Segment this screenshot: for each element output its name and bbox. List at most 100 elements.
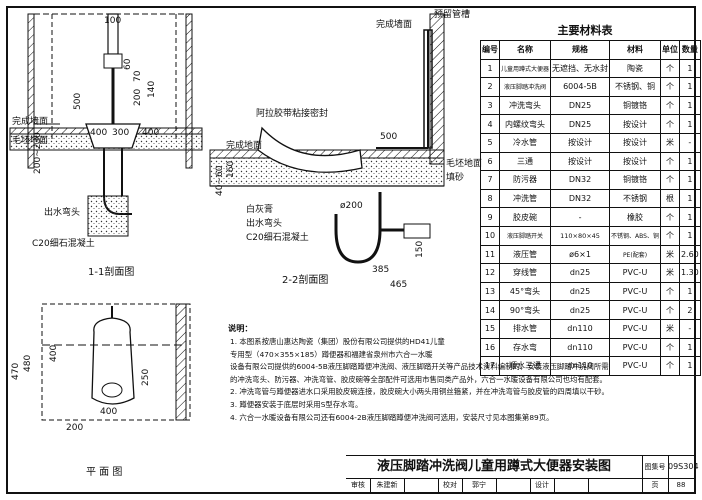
table-cell: 个: [659, 225, 680, 246]
svg-text:465: 465: [390, 280, 407, 290]
note-line: 4. 六合一水暖设备有限公司还有6004-2B液压脚踏蹲便冲洗阀可选用，安装尺寸…: [230, 412, 554, 422]
table-cell: 4: [480, 114, 500, 134]
squat-pan-2: [257, 126, 363, 173]
sign-cell: 设计: [530, 478, 555, 493]
sign-cell: 朱建新: [370, 478, 405, 493]
table-cell: dn25: [550, 263, 611, 283]
col-header: 数量: [678, 40, 701, 60]
table-cell: 胶皮碗: [498, 207, 552, 227]
table-cell: dn110: [550, 356, 611, 376]
table-cell: PVC-U: [609, 356, 661, 376]
table-cell: 个: [659, 337, 680, 358]
drawing-title: 液压脚踏冲洗阀儿童用蹲式大便器安装图: [346, 456, 643, 479]
table-cell: 8: [480, 188, 500, 209]
svg-text:200~230: 200~230: [33, 132, 43, 174]
table-cell: dn110: [550, 337, 611, 358]
table-cell: 个: [659, 95, 680, 116]
table-cell: 按设计: [609, 114, 661, 134]
svg-text:C20细石混凝土: C20细石混凝土: [32, 237, 95, 249]
table-cell: 米: [659, 318, 680, 339]
svg-text:2-2剖面图: 2-2剖面图: [282, 273, 328, 286]
table-cell: 1: [480, 58, 500, 79]
drawing-code-label: 图集号: [642, 456, 669, 479]
note-line: 设备有限公司提供的6004-5B液压脚踏蹲便冲洗阀、液压脚踏开关等产品技术资料编…: [230, 362, 609, 372]
sign-cell: 审核: [346, 478, 371, 493]
table-cell: 1: [678, 77, 701, 97]
svg-text:400: 400: [142, 128, 159, 138]
table-cell: 不锈钢、铜: [609, 77, 661, 97]
sign-cell: 88: [676, 481, 686, 489]
sign-cell: [496, 478, 531, 493]
table-cell: 个: [659, 58, 680, 79]
table-cell: DN32: [550, 170, 611, 190]
table-cell: 1: [678, 58, 701, 79]
table-cell: 6004-5B: [550, 77, 611, 97]
table-cell: 1: [678, 151, 701, 172]
svg-text:白灰膏: 白灰膏: [246, 203, 273, 215]
table-cell: 存水弯: [498, 337, 552, 358]
svg-text:480: 480: [23, 355, 33, 372]
table-cell: 个: [659, 281, 680, 302]
table-cell: 1: [678, 170, 701, 190]
table-cell: 三通: [498, 151, 552, 172]
sign-cell: 页: [642, 478, 669, 493]
col-header: 材料: [609, 40, 661, 60]
table-cell: 6: [480, 151, 500, 172]
table-cell: DN32: [550, 188, 611, 209]
table-cell: 陶瓷: [609, 58, 661, 79]
materials-title: 主要材料表: [557, 24, 613, 37]
table-cell: 内螺纹弯头: [498, 114, 552, 134]
section-2-2-dims: 完成墙面 预留管槽 完成地面 阿拉胶带粘接密封 毛坯地面 白灰膏 出水弯头 C2…: [215, 8, 482, 290]
svg-text:500: 500: [380, 132, 397, 142]
svg-text:毛坯地面: 毛坯地面: [12, 134, 48, 146]
table-cell: 米: [659, 244, 680, 265]
table-cell: 顺水三通: [498, 356, 552, 376]
svg-text:400: 400: [90, 128, 107, 138]
svg-text:400: 400: [49, 345, 59, 362]
table-cell: DN25: [550, 114, 611, 134]
svg-text:200: 200: [66, 423, 83, 433]
table-cell: 7: [480, 170, 500, 190]
table-cell: -: [678, 132, 701, 153]
table-cell: 110×80×45: [550, 225, 611, 246]
table-cell: 2.60: [678, 244, 701, 265]
svg-text:385: 385: [372, 265, 389, 275]
table-cell: 按设计: [550, 132, 611, 153]
svg-text:500: 500: [73, 93, 83, 110]
svg-text:70: 70: [133, 70, 143, 82]
table-cell: 按设计: [609, 132, 661, 153]
table-cell: 10: [480, 225, 500, 246]
table-cell: 橡胶: [609, 207, 661, 227]
sign-cell: 郭宁: [462, 478, 497, 493]
svg-text:40~60: 40~60: [215, 165, 225, 196]
svg-text:250: 250: [141, 369, 151, 386]
table-cell: 铜镀铬: [609, 95, 661, 116]
materials-header-row: 编号 名称 规格 材料 单位 数量: [480, 40, 701, 60]
note-line: 2. 冲洗弯管与蹲便器进水口采用胶皮碗连接，胶皮碗大小两头用铜丝箍紧，并在冲洗弯…: [230, 387, 609, 397]
table-cell: dn110: [550, 318, 611, 339]
svg-text:毛坯地面: 毛坯地面: [446, 157, 482, 169]
table-cell: 冲洗弯头: [498, 95, 552, 116]
table-cell: 个: [659, 151, 680, 172]
svg-text:填砂: 填砂: [446, 171, 464, 183]
squat-pan-plan: [91, 317, 135, 405]
svg-text:200: 200: [133, 89, 143, 106]
table-cell: 12: [480, 263, 500, 283]
table-cell: 无遮挡、无水封: [550, 58, 611, 79]
table-cell: 不锈钢: [609, 188, 661, 209]
section-1-1: [9, 13, 203, 237]
table-cell: 穿线管: [498, 263, 552, 283]
svg-text:160: 160: [226, 161, 236, 178]
table-cell: 1: [678, 356, 701, 376]
table-cell: dn25: [550, 300, 611, 320]
table-cell: 1.30: [678, 263, 701, 283]
